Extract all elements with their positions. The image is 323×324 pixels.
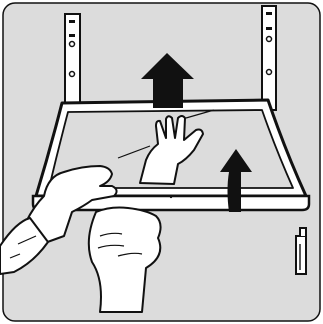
shelf-support-bracket [295,227,307,275]
front-hand [0,165,118,275]
left-shelf-rail [64,13,81,115]
right-shelf-rail [261,5,277,111]
arrow-up-curved-icon [220,149,252,212]
lower-arm [87,206,162,313]
arrow-up-icon [141,53,194,108]
rear-hand [117,109,215,185]
